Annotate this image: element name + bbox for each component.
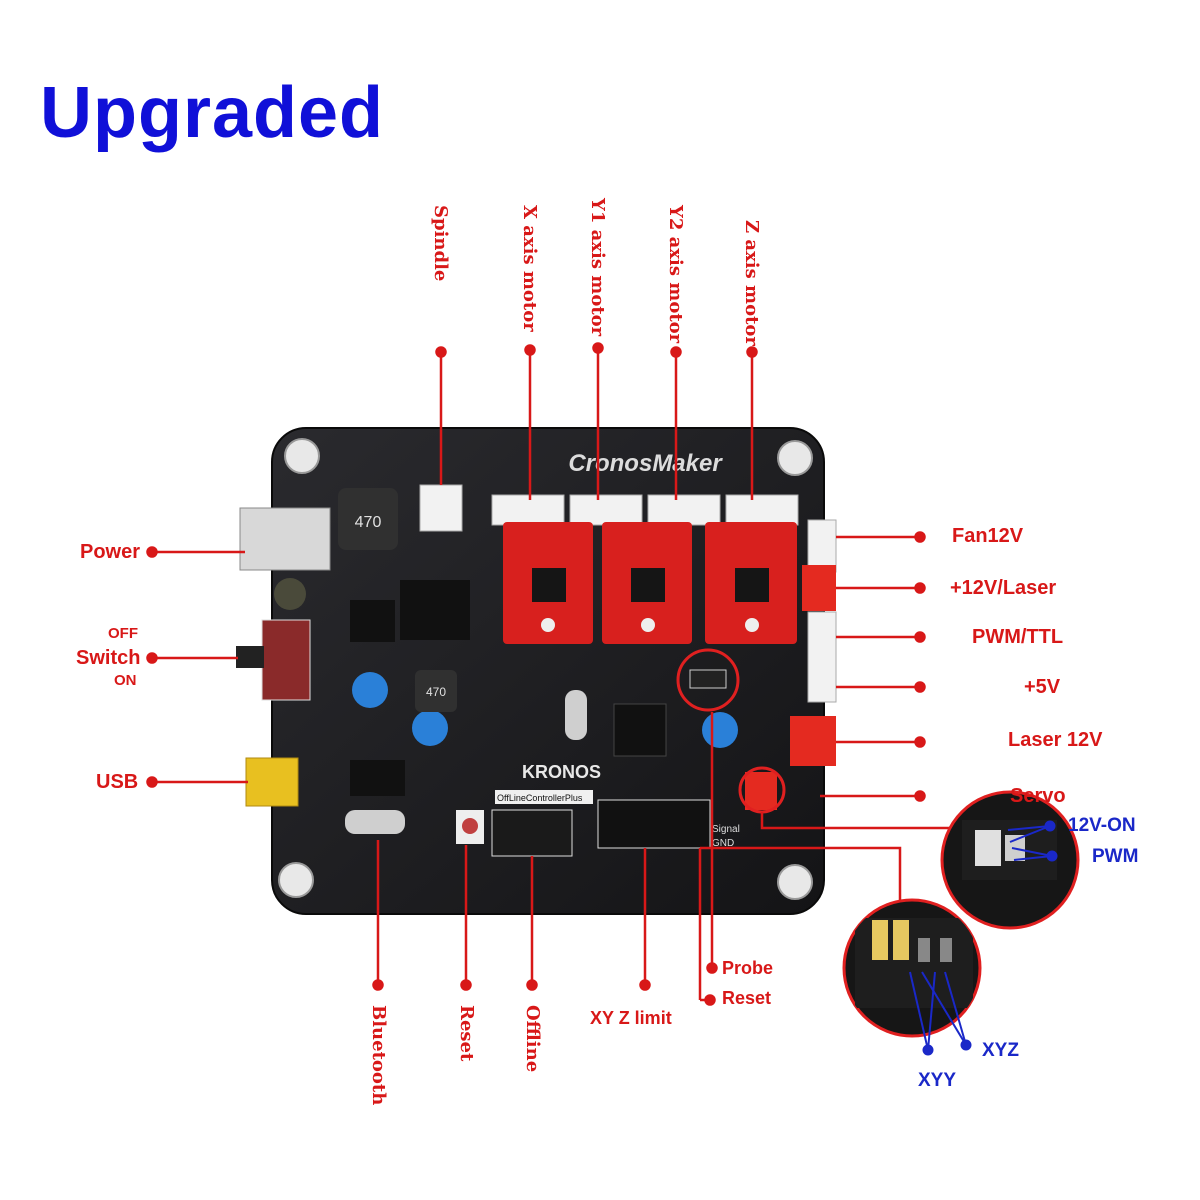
x-connector bbox=[491, 494, 565, 526]
gnd-text: GND bbox=[712, 838, 734, 849]
label-bluetooth: Bluetooth bbox=[368, 1005, 389, 1106]
limit-header bbox=[597, 799, 711, 849]
servo-inset bbox=[940, 790, 1080, 930]
driver-chip bbox=[532, 568, 566, 602]
label-switch: Switch bbox=[76, 647, 141, 669]
mount-hole bbox=[777, 440, 813, 476]
label-switch-off: OFF bbox=[108, 625, 138, 642]
power-switch bbox=[261, 619, 311, 701]
label-power: Power bbox=[80, 541, 141, 563]
motor-connectors bbox=[419, 484, 799, 532]
capacitor bbox=[274, 578, 306, 610]
brand-text: CronosMaker bbox=[568, 450, 723, 477]
inductor-label: 470 bbox=[355, 514, 382, 531]
inductor-label-2: 470 bbox=[426, 685, 446, 699]
label-pwm-ttl: PWM/TTL bbox=[972, 626, 1064, 648]
mount-hole bbox=[284, 438, 320, 474]
mount-hole bbox=[278, 862, 314, 898]
crystal bbox=[345, 810, 405, 834]
driver-chip bbox=[735, 568, 769, 602]
regulator bbox=[350, 600, 395, 642]
usb-port bbox=[245, 757, 299, 807]
driver-pot bbox=[641, 618, 655, 632]
label-pwm: PWM bbox=[1092, 846, 1139, 867]
signal-text: Signal bbox=[712, 824, 740, 835]
center-components: KRONOS OffLineControllerPlus Signal GND bbox=[491, 648, 786, 857]
capacitor bbox=[352, 672, 388, 708]
laser12-connector bbox=[790, 716, 836, 766]
label-y1-axis-motor: Y1 axis motor bbox=[587, 198, 608, 337]
offline-header bbox=[491, 809, 573, 857]
label-spindle: Spindle bbox=[430, 205, 451, 282]
label-reset-pin: Reset bbox=[722, 988, 772, 1008]
label-12v-on: 12V-ON bbox=[1068, 815, 1136, 836]
label-xyz: XYZ bbox=[982, 1040, 1019, 1061]
mcu-chip bbox=[613, 703, 667, 757]
label-offline: Offline bbox=[522, 1005, 543, 1073]
power-jack bbox=[239, 507, 331, 571]
driver-pot bbox=[745, 618, 759, 632]
label-servo: Servo bbox=[1010, 785, 1066, 807]
label-usb: USB bbox=[96, 771, 139, 793]
probe-highlight bbox=[676, 648, 740, 712]
capacitor bbox=[702, 712, 738, 748]
mount-hole bbox=[777, 864, 813, 900]
label-z-axis-motor: Z axis motor bbox=[741, 220, 762, 346]
y1-connector bbox=[569, 494, 643, 526]
label-probe: Probe bbox=[722, 958, 774, 978]
label-12v-laser: +12V/Laser bbox=[950, 577, 1057, 599]
y2-connector bbox=[647, 494, 721, 526]
label-switch-on: ON bbox=[114, 672, 137, 689]
regulator bbox=[400, 580, 470, 640]
inductor-470 bbox=[338, 488, 398, 550]
fan-connector bbox=[807, 519, 837, 573]
left-components: 470 470 bbox=[236, 488, 738, 844]
label-y2-axis-motor: Y2 axis motor bbox=[665, 205, 686, 344]
driver-chip bbox=[631, 568, 665, 602]
spindle-connector bbox=[419, 484, 463, 532]
label-xyy: XYY bbox=[918, 1070, 957, 1091]
controller-label-bg bbox=[495, 790, 593, 804]
label-x-axis-motor: X axis motor bbox=[519, 205, 540, 332]
page-title: Upgraded bbox=[40, 73, 385, 153]
inductor-small bbox=[415, 670, 457, 712]
controller-label: OffLineControllerPlus bbox=[497, 793, 583, 803]
label-xyz-limit: XY Z limit bbox=[590, 1008, 672, 1028]
z-connector bbox=[725, 494, 799, 526]
probe-jumper bbox=[689, 669, 727, 689]
capacitor bbox=[412, 710, 448, 746]
limit-inset bbox=[842, 898, 982, 1056]
kronos-logo: KRONOS bbox=[522, 762, 601, 782]
usb-chip bbox=[350, 760, 405, 796]
label-laser12v: Laser 12V bbox=[1008, 729, 1103, 751]
main-crystal bbox=[565, 690, 587, 740]
servo-jumper bbox=[745, 772, 777, 810]
leader-lines bbox=[146, 342, 950, 1006]
label-5v: +5V bbox=[1024, 676, 1061, 698]
label-fan12v: Fan12V bbox=[952, 525, 1024, 547]
stepper-drivers bbox=[503, 522, 797, 644]
pwm-connector bbox=[807, 611, 837, 703]
label-reset-button: Reset bbox=[456, 1005, 477, 1062]
switch-lever bbox=[236, 646, 264, 668]
laser-power-connector bbox=[802, 565, 836, 611]
reset-button-cap bbox=[462, 818, 478, 834]
driver-pot bbox=[541, 618, 555, 632]
right-connectors bbox=[790, 519, 837, 766]
